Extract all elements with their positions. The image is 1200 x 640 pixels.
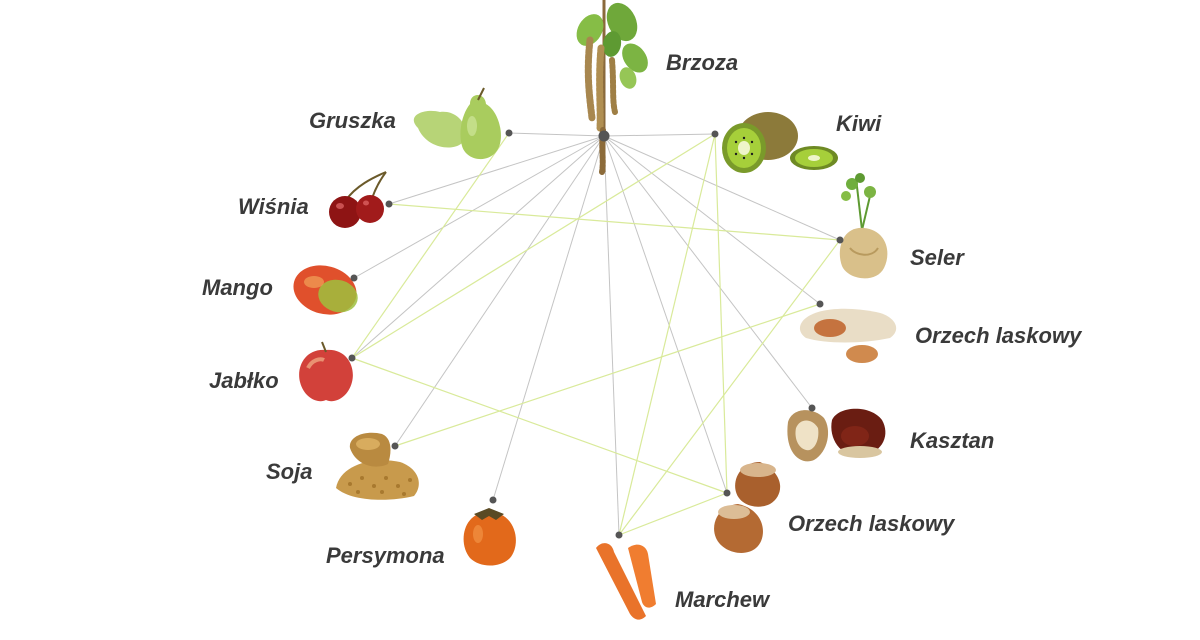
node-dot-wisnia	[385, 200, 393, 208]
center-dot	[598, 130, 610, 142]
node-dot-marchew	[615, 531, 623, 539]
node-dot-jablko	[348, 354, 356, 362]
node-label-kiwi: Kiwi	[836, 111, 882, 136]
apple-icon	[299, 341, 353, 402]
edge-center-jablko	[351, 135, 605, 359]
persimmon-icon	[463, 508, 516, 566]
node-dot-orzech1	[816, 300, 824, 308]
kiwi-icon	[722, 112, 838, 173]
node-dot-kasztan	[808, 404, 816, 412]
node-label-wisnia: Wiśnia	[238, 194, 309, 219]
node-label-kasztan: Kasztan	[910, 428, 994, 453]
edge-center-seler	[603, 135, 841, 241]
edge-kiwi-orzech2	[714, 133, 728, 494]
edge-soja-orzech1	[394, 303, 821, 447]
node-label-jablko: Jabłko	[209, 368, 279, 393]
node-label-orzech2: Orzech laskowy	[788, 511, 956, 536]
node-label-orzech1: Orzech laskowy	[915, 323, 1083, 348]
mango-icon	[293, 265, 358, 315]
edge-center-kasztan	[603, 135, 813, 409]
hazelnut-icon	[714, 462, 781, 553]
edge-center-persymona	[492, 135, 605, 501]
node-label-gruszka: Gruszka	[309, 108, 396, 133]
edge-center-soja	[394, 135, 605, 447]
edge-center-marchew	[603, 135, 620, 536]
node-dot-kiwi	[711, 130, 719, 138]
edge-wisnia-seler	[388, 203, 841, 241]
edge-kiwi-marchew	[618, 133, 716, 536]
edge-gruszka-jablko	[351, 132, 510, 359]
dots-layer	[348, 129, 844, 539]
node-label-marchew: Marchew	[675, 587, 771, 612]
edge-center-orzech1	[603, 135, 821, 305]
pear-icon	[413, 87, 501, 160]
node-label-persymona: Persymona	[326, 543, 445, 568]
node-dot-mango	[350, 274, 358, 282]
birch-catkin-icon	[576, 0, 648, 175]
node-dot-gruszka	[505, 129, 513, 137]
edges-layer	[351, 132, 841, 536]
cherry-icon	[329, 171, 387, 228]
node-dot-soja	[391, 442, 399, 450]
edge-center-orzech2	[603, 135, 728, 494]
edge-center-wisnia	[388, 135, 605, 205]
celeriac-icon	[839, 173, 888, 279]
edge-center-gruszka	[508, 132, 605, 137]
node-dot-orzech2	[723, 489, 731, 497]
edge-seler-marchew	[618, 239, 841, 536]
edge-marchew-orzech2	[618, 492, 728, 536]
edge-jablko-kiwi	[351, 133, 716, 359]
peanut-icon	[799, 308, 897, 363]
soybean-icon	[336, 432, 419, 500]
node-label-mango: Mango	[202, 275, 273, 300]
edge-center-mango	[353, 135, 605, 279]
edge-center-kiwi	[603, 133, 716, 137]
node-dot-seler	[836, 236, 844, 244]
node-label-soja: Soja	[266, 459, 312, 484]
carrot-icon	[596, 543, 656, 620]
edge-jablko-orzech2	[351, 357, 728, 494]
center-label: Brzoza	[666, 50, 738, 75]
chestnut-icon	[787, 408, 886, 462]
node-label-seler: Seler	[910, 245, 965, 270]
node-dot-persymona	[489, 496, 497, 504]
